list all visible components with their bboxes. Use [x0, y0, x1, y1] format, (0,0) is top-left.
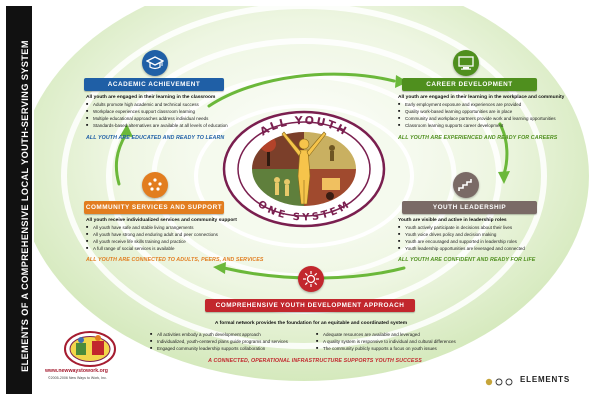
indicator-dot	[505, 378, 513, 386]
academic-header: ACADEMIC ACHIEVEMENT	[84, 78, 224, 91]
emblem-graphic: ALL YOUTH ONE SYSTEM	[222, 110, 386, 228]
leadership-panel: Youth are visible and active in leadersh…	[398, 217, 535, 264]
approach-bullet: The community publicly supports a focus …	[316, 345, 456, 352]
community-bullet: All youth have safe and stable living ar…	[86, 224, 263, 231]
approach-tagline-wrap: A CONNECTED, OPERATIONAL INFRASTRUCTURE …	[170, 357, 460, 365]
approach-tagline: A CONNECTED, OPERATIONAL INFRASTRUCTURE …	[208, 358, 422, 364]
all-youth-one-system-emblem: ALL YOUTH ONE SYSTEM	[222, 110, 386, 228]
career-tagline: ALL YOUTH ARE EXPERIENCED AND READY FOR …	[398, 135, 558, 142]
approach-bullet: Individualized, youth-centered plans gui…	[150, 338, 288, 345]
career-bullet: Community and workplace partners provide…	[398, 115, 564, 122]
approach-lead-wrap: A formal network provides the foundation…	[196, 320, 426, 327]
community-lead: All youth receive individualized service…	[86, 218, 237, 223]
career-lead: All youth are engaged in their learning …	[398, 95, 565, 100]
academic-bullet: Standards-based alternatives are availab…	[86, 122, 228, 129]
leadership-bullet: Youth are encouraged and supported in le…	[398, 238, 535, 245]
approach-header: COMPREHENSIVE YOUTH DEVELOPMENT APPROACH	[205, 299, 415, 312]
community-tagline: ALL YOUTH ARE CONNECTED TO ADULTS, PEERS…	[86, 257, 264, 264]
new-ways-to-work-seal-icon	[64, 331, 116, 367]
academic-lead: All youth are engaged in their learning …	[86, 95, 216, 100]
approach-bullet: A quality system is responsive to indivi…	[316, 338, 456, 345]
career-title: CAREER DEVELOPMENT	[426, 81, 513, 88]
stairs-icon	[458, 179, 472, 191]
career-bullet: Early employment exposure and experience…	[398, 101, 564, 108]
approach-lead: A formal network provides the foundation…	[214, 321, 408, 326]
career-panel: All youth are engaged in their learning …	[398, 94, 564, 142]
approach-bullet: Adequate resources are available and lev…	[316, 331, 456, 338]
approach-bullet: All activities embody a youth developmen…	[150, 331, 288, 338]
leadership-icon-badge	[453, 172, 479, 198]
leadership-bullet: Youth actively participate in decisions …	[398, 224, 535, 231]
approach-bullets-right: Adequate resources are available and lev…	[316, 331, 456, 352]
community-header: COMMUNITY SERVICES AND SUPPORT	[84, 201, 224, 214]
community-bullet: A full range of social services is avail…	[86, 245, 263, 252]
career-header: CAREER DEVELOPMENT	[402, 78, 537, 91]
approach-title: COMPREHENSIVE YOUTH DEVELOPMENT APPROACH	[215, 302, 405, 309]
new-ways-to-work-logo	[50, 326, 130, 374]
indicator-dot	[495, 378, 503, 386]
academic-icon-badge	[142, 50, 168, 76]
graduation-cap-icon	[146, 56, 164, 70]
community-bullet: All youth have strong and enduring adult…	[86, 231, 263, 238]
leadership-header: YOUTH LEADERSHIP	[402, 201, 537, 214]
community-title: COMMUNITY SERVICES AND SUPPORT	[85, 204, 223, 211]
computer-icon	[458, 56, 474, 70]
community-bullet: All youth receive life skills training a…	[86, 238, 263, 245]
leadership-bullet: Youth voice drives policy and decision m…	[398, 231, 535, 238]
approach-icon-badge	[298, 266, 324, 292]
leadership-lead: Youth are visible and active in leadersh…	[398, 218, 507, 223]
career-bullet: Classroom learning supports career devel…	[398, 122, 564, 129]
leadership-tagline: ALL YOUTH ARE CONFIDENT AND READY FOR LI…	[398, 257, 536, 264]
approach-bullets-left: All activities embody a youth developmen…	[150, 331, 288, 352]
people-group-icon	[148, 178, 162, 191]
career-bullet: Quality work-based learning opportunitie…	[398, 108, 564, 115]
community-icon-badge	[142, 172, 168, 198]
academic-bullet: Multiple educational approaches address …	[86, 115, 228, 122]
page-indicator-dots	[485, 378, 513, 386]
leadership-title: YOUTH LEADERSHIP	[432, 204, 507, 211]
approach-bullet: Engaged community leadership supports co…	[150, 345, 288, 352]
page-title: ELEMENTS OF A COMPREHENSIVE LOCAL YOUTH-…	[20, 40, 30, 372]
title-bar: ELEMENTS OF A COMPREHENSIVE LOCAL YOUTH-…	[6, 6, 32, 394]
academic-tagline: ALL YOUTH ARE EDUCATED AND READY TO LEAR…	[86, 135, 225, 142]
career-icon-badge	[453, 50, 479, 76]
elements-label: ELEMENTS	[520, 375, 570, 384]
indicator-dot-active	[485, 378, 493, 386]
sun-burst-icon	[303, 271, 319, 287]
academic-panel: All youth are engaged in their learning …	[86, 94, 228, 142]
website-link[interactable]: www.newwaystowork.org	[45, 368, 108, 374]
copyright-notice: ©2005-2006 New Ways to Work, Inc.	[48, 376, 107, 380]
academic-title: ACADEMIC ACHIEVEMENT	[107, 81, 201, 88]
academic-bullet: Adults promote high academic and technic…	[86, 101, 228, 108]
academic-bullet: Workplace experiences support classroom …	[86, 108, 228, 115]
leadership-bullet: Youth leadership opportunities are lever…	[398, 245, 535, 252]
community-panel: All youth receive individualized service…	[86, 217, 263, 264]
